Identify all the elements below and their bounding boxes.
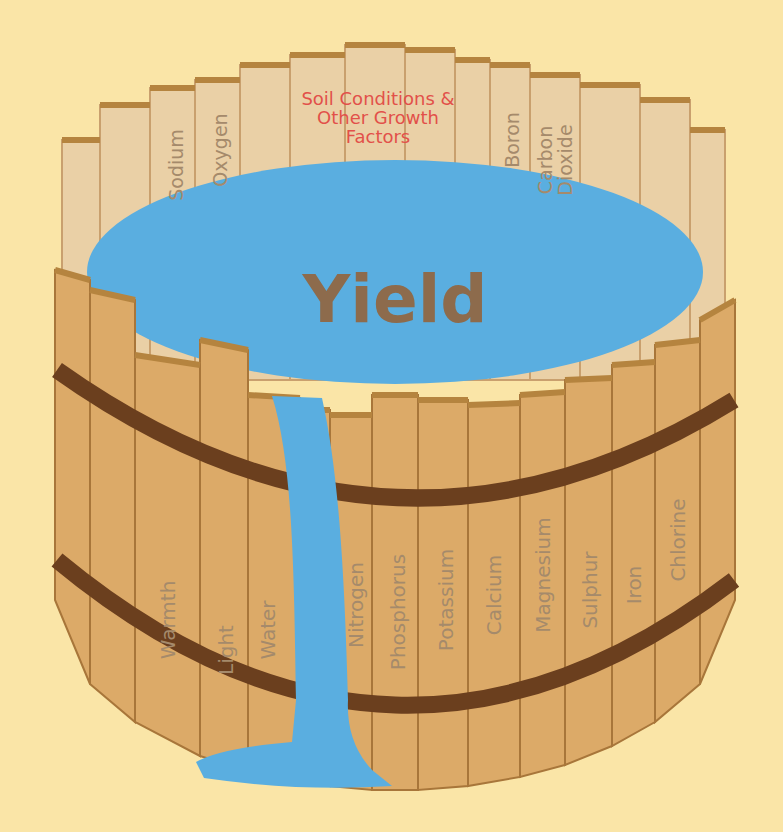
stave-label: Carbon Dioxide — [536, 119, 576, 201]
stave-label: Light — [216, 625, 236, 675]
stave-label: Water — [258, 600, 278, 659]
stave-label: Nitrogen — [346, 562, 366, 648]
stave-label: Calcium — [484, 555, 504, 636]
stave-label: Boron — [503, 112, 522, 168]
stave-label: Potassium — [436, 549, 456, 651]
growth-factors-label: Soil Conditions & Other Growth Factors — [293, 90, 463, 147]
stave-label: Sodium — [167, 129, 186, 201]
stave-label: Phosphorus — [388, 554, 408, 670]
stave-label: Warmth — [158, 581, 178, 660]
stave-label: Chlorine — [668, 498, 688, 581]
stave-label: Sulphur — [580, 551, 600, 628]
stave-label: Oxygen — [211, 113, 230, 186]
water-spout — [196, 396, 392, 788]
yield-label: Yield — [302, 267, 487, 333]
front-staves — [55, 270, 735, 790]
barrel-hoops — [57, 370, 734, 705]
stave-label: Iron — [624, 566, 644, 605]
stave-label: Magnesium — [533, 517, 553, 632]
